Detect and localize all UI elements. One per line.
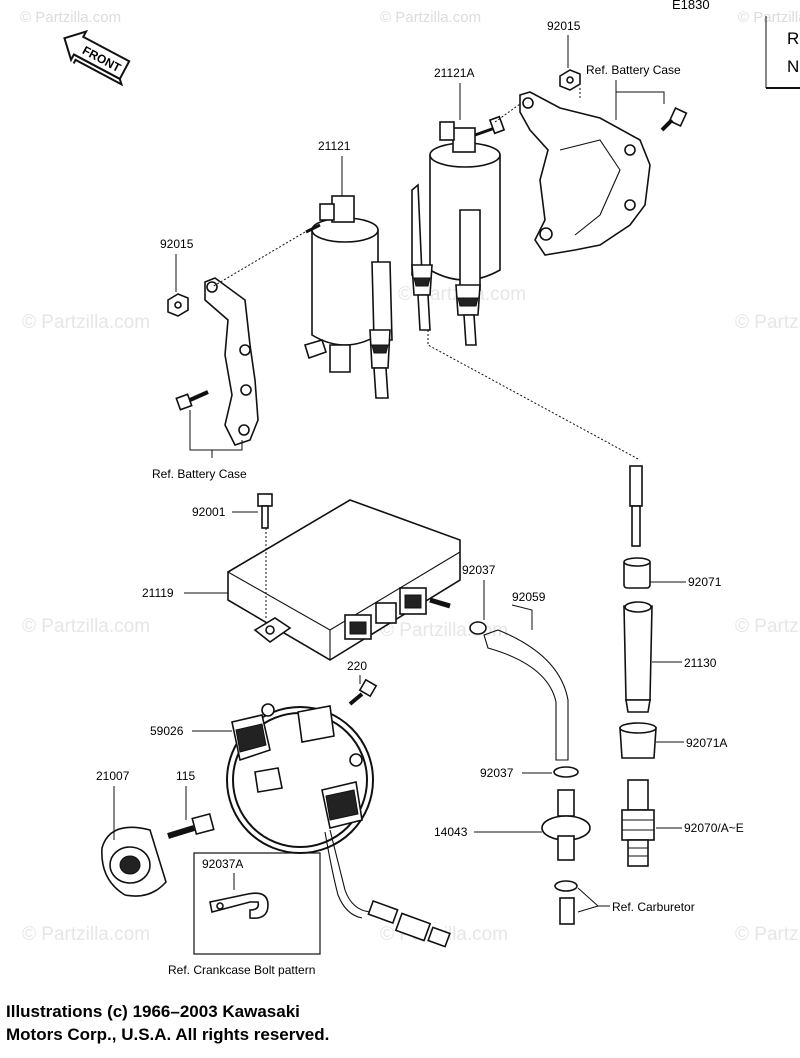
clamp-lower — [554, 880, 578, 925]
leader — [189, 410, 243, 458]
watermark: © Partzilla.com — [735, 924, 800, 945]
watermark: © Partzilla.com — [380, 620, 508, 641]
copyright-line: Illustrations (c) 1966–2003 Kawasaki — [6, 1002, 300, 1021]
watermark-layer: © Partzilla.com © Partzilla.com © Partzi… — [20, 9, 800, 945]
clamp-92037-low — [553, 766, 579, 778]
label-115: 115 — [176, 769, 195, 783]
label-59026: 59026 — [150, 724, 184, 738]
watermark: © Partzilla.com — [735, 616, 800, 637]
diagram-code: E1830 — [672, 0, 710, 12]
corner-letter: R — [787, 29, 799, 48]
label-21007: 21007 — [96, 769, 130, 783]
label-220: 220 — [347, 659, 367, 673]
label-21119: 21119 — [142, 586, 174, 600]
clamp-92037-mid — [469, 621, 487, 635]
rotor-21007 — [101, 826, 167, 897]
clamp-92037A — [209, 892, 269, 920]
watermark: © Partzilla.com — [22, 616, 150, 637]
detail-box — [193, 852, 321, 955]
leader — [577, 887, 610, 913]
plug-cap-21130 — [623, 601, 653, 713]
label-92070: 92070/A~E — [684, 821, 744, 835]
vacuum-hose-92059 — [483, 629, 569, 761]
plug-lead-end — [629, 465, 643, 547]
spark-plug-92070 — [621, 779, 655, 867]
dashed-guide — [494, 103, 521, 123]
copyright-notice: Illustrations (c) 1966–2003 Kawasaki Mot… — [6, 1000, 329, 1046]
label-ref-battery-case-left: Ref. Battery Case — [152, 467, 247, 481]
bolt-right — [660, 107, 688, 132]
label-21130: 21130 — [684, 656, 717, 670]
label-14043: 14043 — [434, 825, 468, 839]
watermark: © Partzilla.com — [22, 312, 150, 333]
pickup-coil-59026 — [226, 703, 451, 948]
label-92015-left: 92015 — [160, 237, 194, 251]
dashed-guide — [211, 231, 306, 288]
watermark: © Partzilla.com — [738, 9, 800, 26]
label-92037-low: 92037 — [480, 766, 514, 780]
watermark: © Partzilla.com — [735, 312, 800, 333]
cap-92071A — [619, 722, 657, 759]
ignition-coil-21121A — [411, 115, 506, 346]
watermark: © Partzilla.com — [22, 924, 150, 945]
dashed-guide — [427, 330, 641, 461]
nut-92015-top — [559, 69, 581, 91]
bolt-220 — [348, 678, 378, 706]
label-21121: 21121 — [318, 139, 351, 153]
label-92037A: 92037A — [202, 857, 243, 871]
label-ref-crankcase: Ref. Crankcase Bolt pattern — [168, 963, 315, 977]
bolt-115 — [167, 812, 215, 839]
battery-case-bracket-right — [519, 91, 651, 256]
label-ref-battery-case-top: Ref. Battery Case — [586, 63, 681, 77]
label-ref-carburetor: Ref. Carburetor — [612, 900, 695, 914]
watermark: © Partzilla.com — [20, 9, 121, 26]
corner-letter: N — [787, 57, 799, 76]
watermark: © Partzilla.com — [380, 9, 481, 26]
label-92059: 92059 — [512, 590, 546, 604]
leader — [511, 604, 533, 630]
bolt-left — [175, 390, 209, 411]
ignition-coil-21121 — [303, 195, 393, 399]
label-21121A: 21121A — [434, 66, 474, 80]
leader — [615, 80, 665, 120]
ignitor-unit-21119 — [227, 499, 461, 661]
label-92001: 92001 — [192, 505, 226, 519]
label-92015-top: 92015 — [547, 19, 581, 33]
label-92071: 92071 — [688, 575, 722, 589]
bolt-92001 — [257, 493, 273, 529]
front-arrow-icon: FRONT — [63, 29, 131, 87]
copyright-line: Motors Corp., U.S.A. All rights reserved… — [6, 1025, 330, 1044]
filter-14043 — [541, 789, 591, 861]
nut-92015-left — [167, 293, 189, 317]
label-92071A: 92071A — [686, 736, 727, 750]
battery-case-bracket-left — [204, 277, 259, 446]
label-92037-mid: 92037 — [462, 563, 496, 577]
seal-92071 — [623, 557, 651, 589]
